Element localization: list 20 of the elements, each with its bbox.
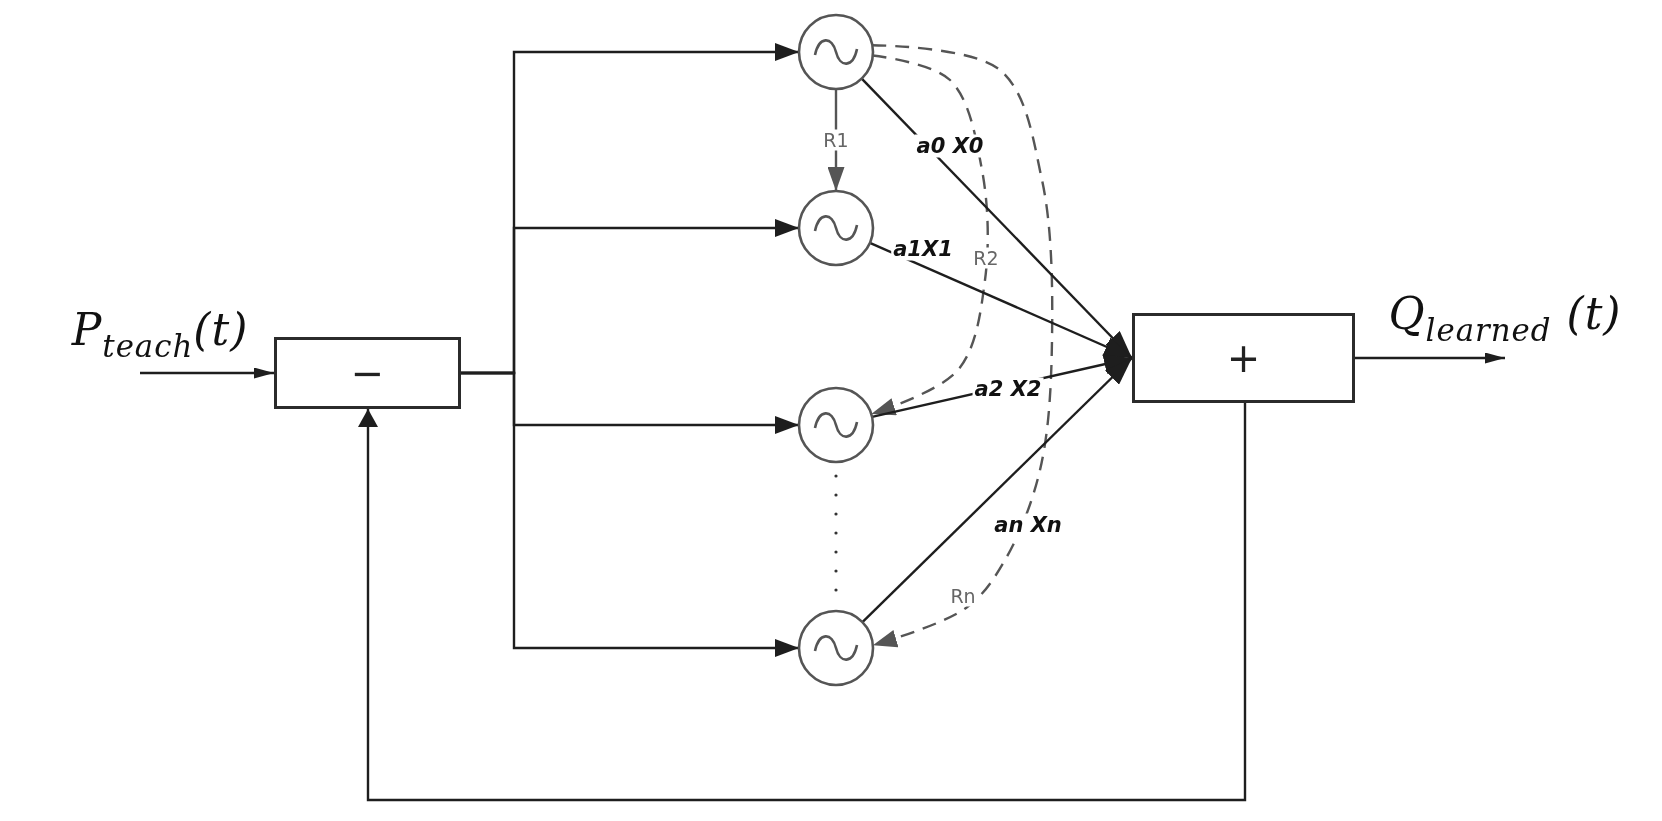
subtractor-block [274, 337, 461, 409]
sine-source-symbol [797, 13, 875, 91]
arrow [358, 403, 1247, 802]
operator-sign: + [1226, 338, 1261, 378]
edge-label: a0 X0 [914, 134, 986, 158]
dashed-arrow [872, 44, 1054, 648]
arrow [860, 77, 1133, 359]
sine-source-symbol [797, 609, 875, 687]
summing-block [1132, 313, 1355, 403]
operator-sign: − [350, 353, 385, 393]
arrow [140, 367, 274, 379]
sine-source-symbol [797, 189, 875, 267]
arrow [461, 371, 799, 657]
arrow [1355, 352, 1505, 364]
arrow [861, 357, 1133, 623]
signal-label: Q$_{learned}$ (t) [1387, 292, 1623, 344]
edge-label: an Xn [992, 513, 1064, 537]
sine-source-symbol [797, 386, 875, 464]
signal-label: P$_{teach}$(t) [70, 308, 250, 360]
arrow [869, 241, 1133, 360]
